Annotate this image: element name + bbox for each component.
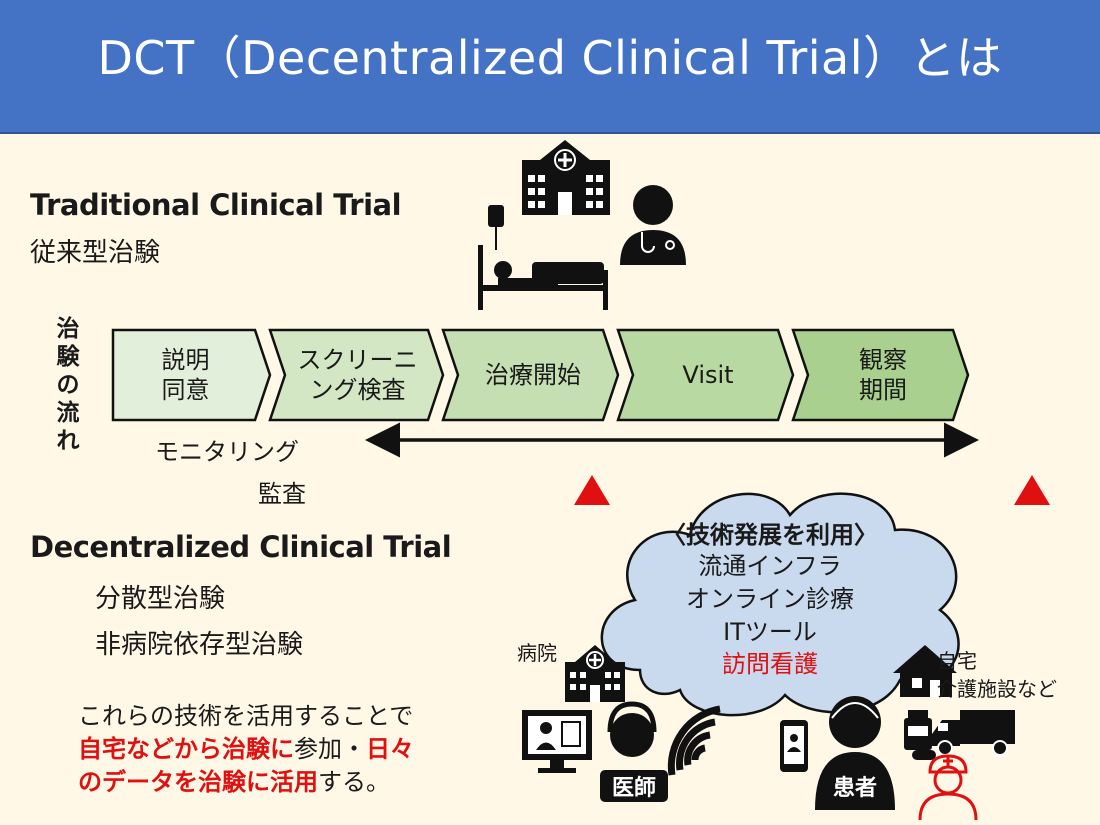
audit-label: 監査 <box>258 480 306 508</box>
small-hospital-icon <box>565 645 625 702</box>
monitor-icon <box>522 710 592 773</box>
remote-doctor-icon <box>600 701 668 802</box>
wireless-icon <box>667 705 721 776</box>
note-red1: 自宅などから治験に <box>78 735 294 763</box>
step-1-label: 説明同意 <box>113 330 258 420</box>
step-2-line1: スクリーニ <box>297 346 418 374</box>
note-red2: 日々 <box>366 735 414 763</box>
doctor-icon <box>620 185 686 265</box>
care-label: 介護施設など <box>937 677 1057 701</box>
note-end: する。 <box>318 768 390 796</box>
audit-triangle-1 <box>574 475 610 505</box>
delivery-truck-icon <box>932 710 1015 756</box>
decentralized-jp2: 非病院依存型治験 <box>95 630 304 660</box>
flow-label-text: 治験の流れ <box>56 316 80 454</box>
page-title: DCT（Decentralized Clinical Trial）とは <box>97 31 1003 85</box>
medicine-icon <box>904 710 936 760</box>
cloud-highlight: 訪問看護 <box>722 650 818 678</box>
cloud-item-1: 流通インフラ <box>698 552 842 580</box>
step-3-label: 治療開始 <box>485 361 581 389</box>
title-bar: DCT（Decentralized Clinical Trial）とは <box>0 0 1100 134</box>
patient-icon <box>815 696 895 810</box>
step-1-shape <box>111 328 272 422</box>
traditional-heading: Traditional Clinical Trial <box>30 188 402 222</box>
smartphone-icon <box>780 720 808 772</box>
dct-icons: 医師 患者 <box>522 645 1015 821</box>
note-line1: これらの技術を活用することで <box>78 702 414 730</box>
audit-triangle-2 <box>1014 475 1050 505</box>
decentralized-heading: Decentralized Clinical Trial <box>30 530 452 564</box>
doctor-label: 医師 <box>612 775 656 801</box>
step-4-label: Visit <box>682 361 734 389</box>
bottom-note: これらの技術を活用することで 自宅などから治験に参加・日々 のデータを治験に活用… <box>78 700 518 799</box>
cloud-shape <box>600 492 960 717</box>
step-5-line2: 期間 <box>859 376 907 404</box>
step-3-shape <box>441 328 620 422</box>
step-1-line2: 同意 <box>161 376 210 404</box>
step-5-line1: 観察 <box>859 346 907 374</box>
hospital-bed-icon <box>478 205 608 310</box>
step-1-line1: 説明 <box>161 346 210 374</box>
note-mid: 参加・ <box>294 735 366 763</box>
flow-label: 治験の流れ <box>50 315 86 455</box>
hospital-building-icon <box>522 140 610 215</box>
step-2-shape <box>268 328 445 422</box>
cloud-item-3: ITツール <box>723 618 817 646</box>
step-5-shape <box>791 328 970 422</box>
home-label: 自宅 <box>937 649 977 673</box>
cloud-item-2: オンライン診療 <box>686 585 854 613</box>
home-icon <box>893 645 957 697</box>
hospital-label: 病院 <box>517 641 557 665</box>
nurse-icon <box>918 754 978 821</box>
step-4-shape <box>616 328 795 422</box>
traditional-jp: 従来型治験 <box>30 238 161 268</box>
cloud-title: 〈技術発展を利用〉 <box>662 521 878 549</box>
patient-label: 患者 <box>833 775 877 801</box>
step-2-label: スクリーニング検査 <box>280 330 435 420</box>
note-red3: のデータを治験に活用 <box>78 768 318 796</box>
step-2-line2: ング検査 <box>309 376 406 404</box>
step-5-label: 観察期間 <box>803 330 963 420</box>
decentralized-jp1: 分散型治験 <box>95 584 226 614</box>
tech-cloud <box>600 492 960 717</box>
traditional-icons <box>478 140 686 310</box>
monitoring-label: モニタリング <box>155 438 299 466</box>
